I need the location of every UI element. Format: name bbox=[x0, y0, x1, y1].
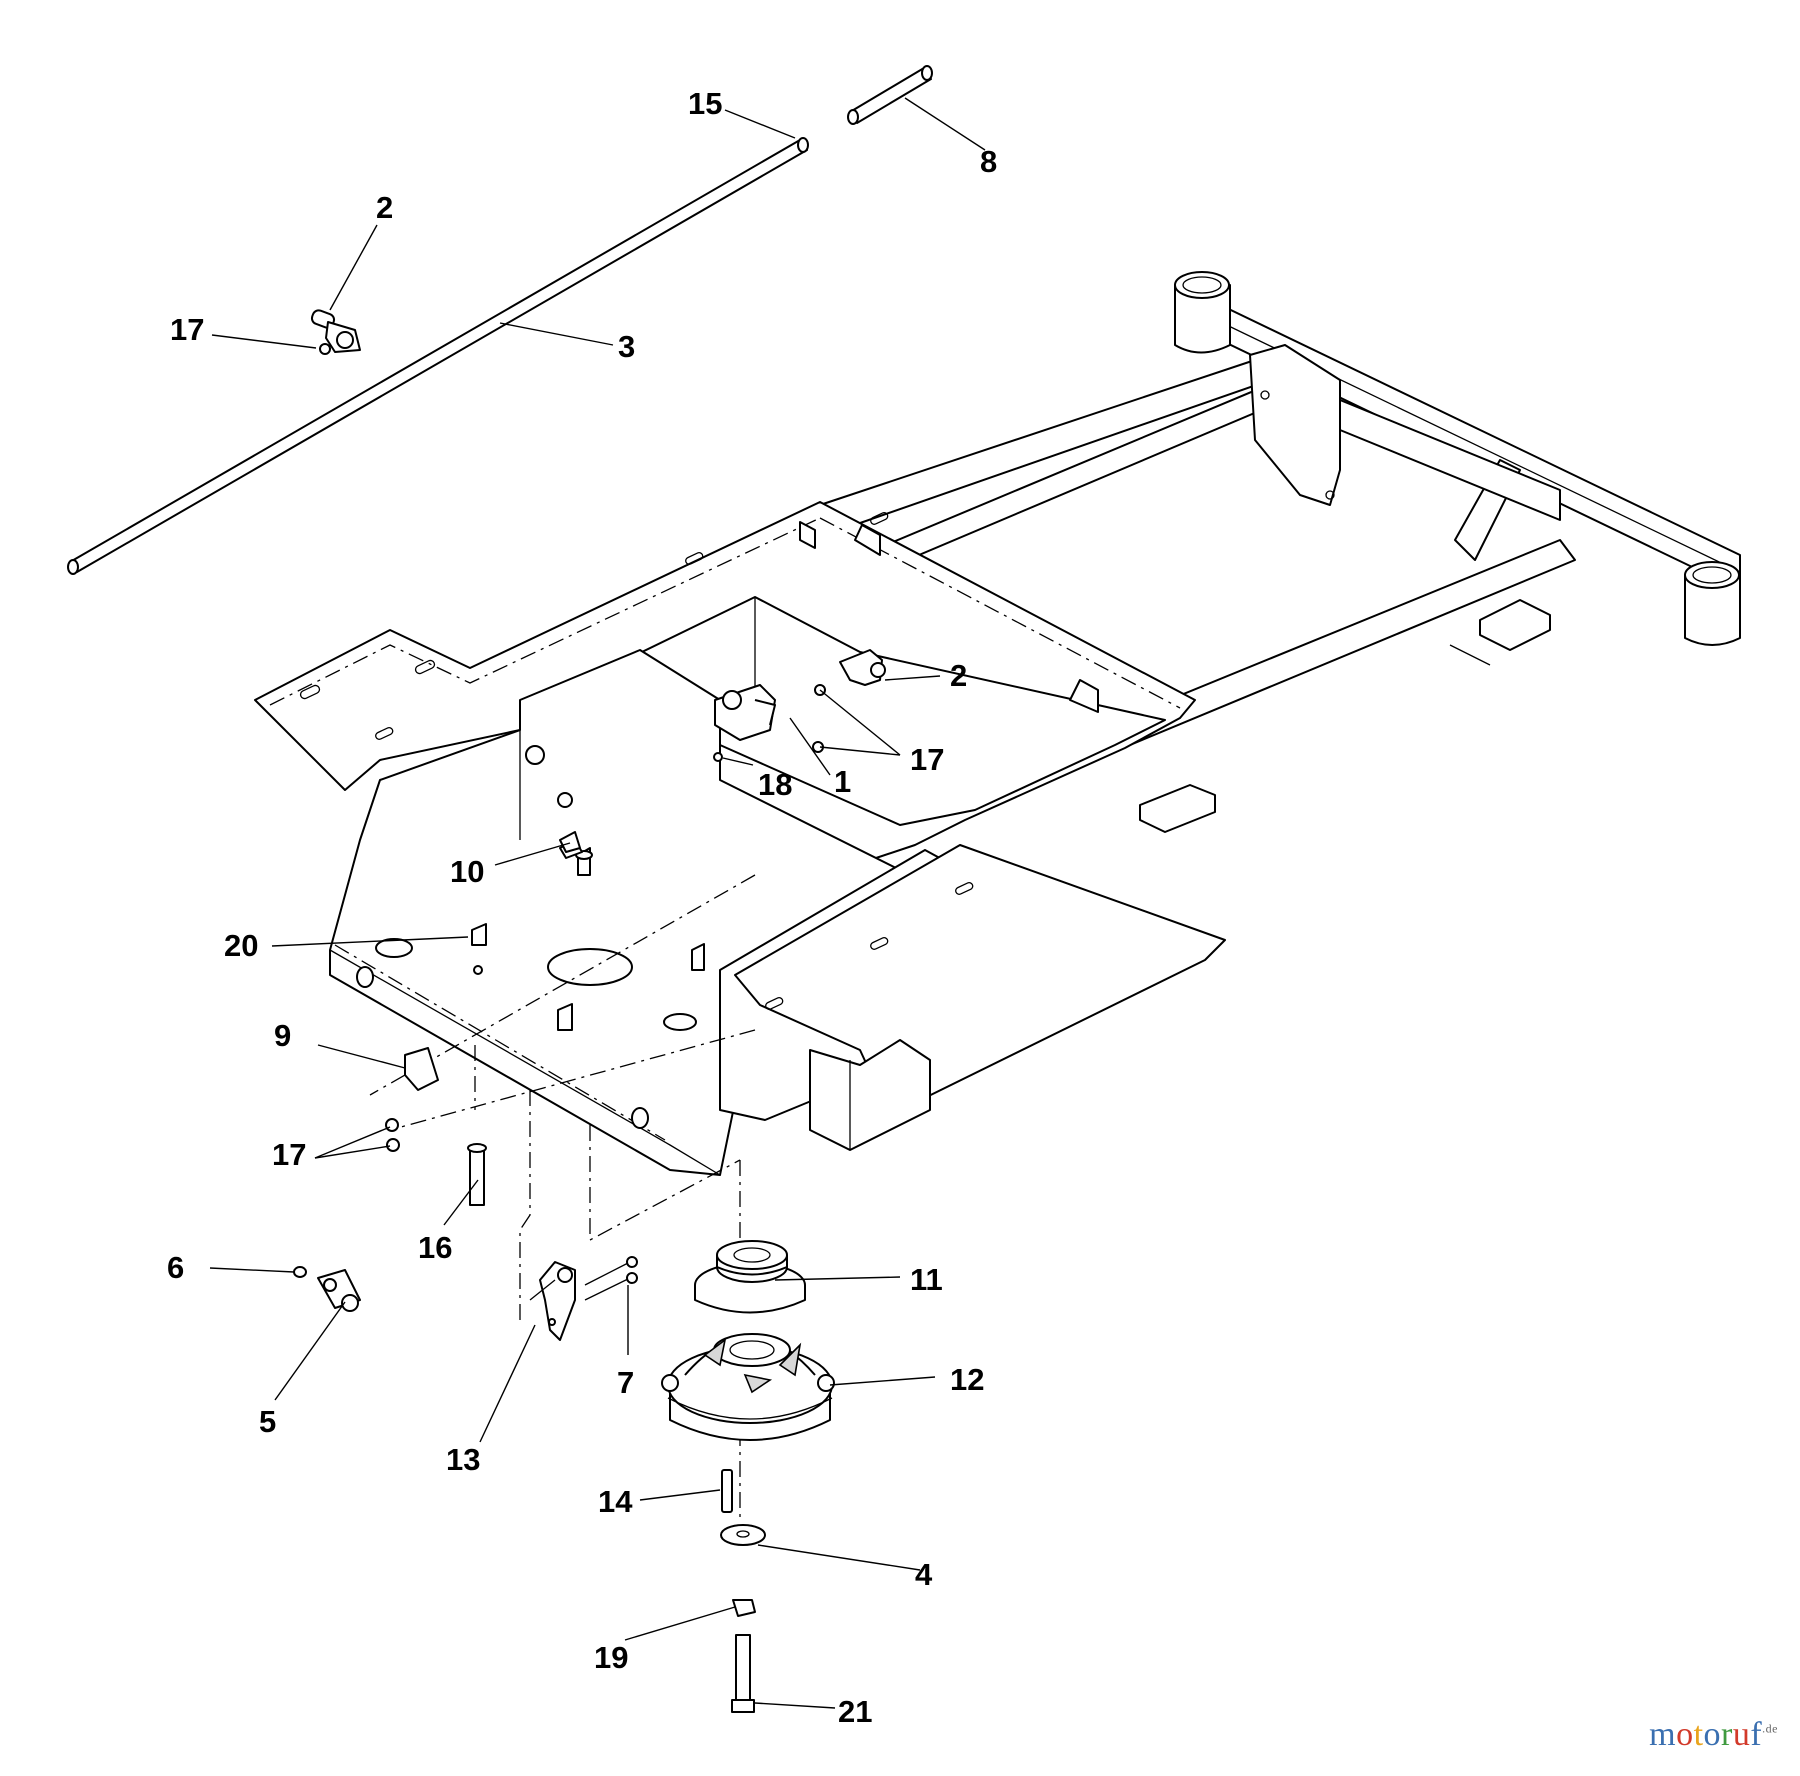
callout-17-top: 17 bbox=[170, 312, 204, 347]
bracket-part-13 bbox=[529, 1261, 576, 1341]
callout-18: 18 bbox=[758, 767, 792, 802]
fitting-part-5-6 bbox=[293, 1266, 361, 1312]
callout-12: 12 bbox=[950, 1362, 984, 1397]
nut-part-10 bbox=[559, 831, 581, 853]
callout-2-middle: 2 bbox=[950, 658, 967, 693]
watermark-suffix: .de bbox=[1762, 1721, 1778, 1736]
callout-14: 14 bbox=[598, 1484, 633, 1519]
callout-7: 7 bbox=[617, 1365, 634, 1400]
callout-17-lower: 17 bbox=[272, 1137, 306, 1172]
watermark-letter: f bbox=[1750, 1716, 1763, 1753]
callout-17-middle: 17 bbox=[910, 742, 944, 777]
callout-3: 3 bbox=[618, 329, 635, 364]
washer-part-4 bbox=[720, 1524, 766, 1546]
callout-2-top: 2 bbox=[376, 190, 393, 225]
callout-4: 4 bbox=[915, 1557, 933, 1592]
callout-9: 9 bbox=[274, 1018, 291, 1053]
clutch-part-12 bbox=[661, 1333, 835, 1441]
watermark-letter: r bbox=[1721, 1716, 1733, 1753]
callout-21: 21 bbox=[838, 1694, 872, 1729]
callout-8: 8 bbox=[980, 144, 997, 179]
callout-10: 10 bbox=[450, 854, 484, 889]
callout-11: 11 bbox=[910, 1262, 943, 1297]
rod-part-3 bbox=[67, 137, 809, 575]
callout-13: 13 bbox=[446, 1442, 480, 1477]
callout-1: 1 bbox=[834, 764, 851, 799]
leader-lines bbox=[209, 97, 986, 1709]
bracket-part-2-top bbox=[310, 309, 361, 355]
bracket-part-2-middle bbox=[713, 649, 886, 762]
pin-part-8 bbox=[847, 65, 933, 125]
bolt-part-21 bbox=[731, 1634, 755, 1713]
watermark-letter: m bbox=[1649, 1716, 1677, 1753]
watermark-text: motoruf bbox=[1649, 1716, 1762, 1753]
latch-part-1 bbox=[714, 684, 776, 741]
nut-part-19 bbox=[732, 1599, 756, 1617]
callout-5: 5 bbox=[259, 1404, 276, 1439]
callout-labels: 15 8 2 17 3 2 17 18 1 10 20 9 17 16 6 5 … bbox=[167, 86, 997, 1729]
callout-19: 19 bbox=[594, 1640, 628, 1675]
watermark-letter: u bbox=[1732, 1716, 1751, 1753]
watermark-letter: t bbox=[1693, 1716, 1704, 1753]
pulley-part-11 bbox=[694, 1240, 806, 1314]
watermark-letter: o bbox=[1703, 1716, 1722, 1753]
key-part-14 bbox=[721, 1469, 733, 1513]
clip-part-9 bbox=[404, 1047, 439, 1091]
motoruf-watermark: motoruf.de bbox=[1649, 1716, 1778, 1754]
callout-20: 20 bbox=[224, 928, 258, 963]
callout-15: 15 bbox=[688, 86, 722, 121]
main-frame bbox=[819, 271, 1741, 833]
bolts-part-7 bbox=[584, 1256, 638, 1301]
lower-body bbox=[329, 649, 1226, 1520]
callout-6: 6 bbox=[167, 1250, 184, 1285]
callout-16: 16 bbox=[418, 1230, 452, 1265]
watermark-letter: o bbox=[1676, 1716, 1694, 1753]
